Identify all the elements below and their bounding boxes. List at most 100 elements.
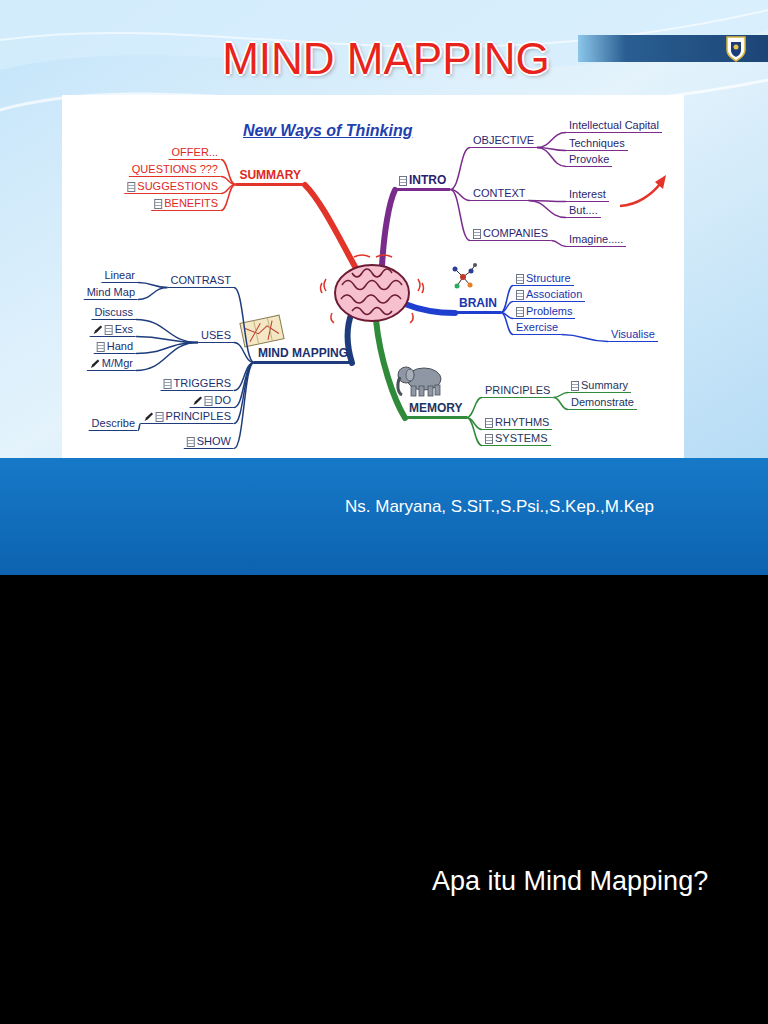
branch-line [234, 288, 254, 363]
branch-line [501, 313, 513, 319]
elephant-ear [406, 369, 414, 381]
logo-dot [734, 45, 739, 50]
elephant-leg [411, 386, 416, 396]
branch-topic: SUGGESTIONS [124, 180, 221, 194]
topic-text: MEMORY [409, 402, 463, 415]
slide-title: MIND MAPPING [222, 37, 550, 81]
branch-line [221, 185, 235, 211]
map-picture [240, 315, 284, 347]
brain-picture [321, 255, 424, 323]
pen-icon [90, 359, 100, 369]
topic-text: USES [201, 329, 231, 342]
document-icon [473, 229, 481, 239]
branch-topic: QUESTIONS ??? [129, 163, 221, 177]
document-icon [97, 342, 105, 352]
document-icon [154, 199, 162, 209]
document-icon [164, 379, 172, 389]
pen-icon [144, 412, 154, 422]
question-panel: Apa itu Mind Mapping? [0, 575, 768, 1024]
pen-shape [145, 412, 154, 421]
university-logo [727, 37, 745, 61]
document-icon [127, 182, 135, 192]
topic-text: Problems [526, 305, 572, 318]
branch-line [467, 418, 482, 446]
molecule-picture [453, 263, 478, 289]
logo-inner [731, 42, 741, 57]
topic-text: Intellectual Capital [569, 119, 659, 132]
atom [455, 284, 460, 289]
branch-line [234, 363, 254, 408]
topic-text: Association [526, 288, 582, 301]
branch-line [537, 133, 566, 148]
atom [468, 283, 473, 288]
molecule-bonds [455, 265, 475, 286]
branch-topic: Exs [90, 323, 136, 337]
branch-topic: BENEFITS [151, 197, 221, 211]
main-branch [405, 304, 455, 313]
topic-text: Demonstrate [571, 396, 634, 409]
main-branch-topic: BRAIN [455, 297, 501, 314]
topic-text: BENEFITS [164, 197, 218, 210]
pen-icon [93, 325, 103, 335]
branch-topic: PRINCIPLES [482, 384, 553, 398]
branch-line [221, 177, 235, 185]
topic-text: SHOW [197, 435, 231, 448]
branch-topic: Structure [513, 272, 574, 286]
branch-line [501, 313, 513, 335]
elephant-head [398, 367, 414, 383]
topic-text: OBJECTIVE [473, 134, 534, 147]
branch-topic: Imagine..... [566, 233, 626, 247]
branch-line [136, 320, 198, 343]
topic-text: Visualise [611, 328, 655, 341]
branch-topic: Problems [513, 305, 575, 319]
elephant-leg [428, 386, 433, 396]
branch-line [136, 337, 198, 343]
red-arrow [620, 184, 660, 206]
branch-line [501, 286, 513, 313]
branch-topic: CONTRAST [168, 274, 235, 288]
branch-line [537, 148, 566, 151]
branch-topic: Exercise [513, 321, 561, 335]
branch-topic: RHYTHMS [482, 416, 552, 430]
topic-text: Provoke [569, 153, 609, 166]
branch-line [234, 363, 254, 391]
main-branch-topic: INTRO [395, 174, 450, 191]
atom [453, 267, 458, 272]
topic-text: PRINCIPLES [485, 384, 550, 397]
branch-topic: SHOW [184, 435, 234, 449]
branch-line [501, 302, 513, 313]
main-branch [305, 185, 358, 272]
branch-line [136, 343, 198, 371]
document-icon [516, 274, 524, 284]
branch-topic: COMPANIES [470, 227, 551, 241]
document-icon [571, 381, 579, 391]
brain-fold [342, 281, 402, 290]
branch-topic: OFFER... [169, 146, 221, 160]
document-icon [105, 325, 113, 335]
branch-topic: Describe [89, 417, 138, 431]
branch-line [138, 424, 141, 431]
pen-shape [94, 325, 103, 334]
branch-topic: Discuss [91, 306, 136, 320]
pen-shape [194, 396, 203, 405]
branch-topic: CONTEXT [470, 187, 529, 201]
branch-line [136, 343, 198, 354]
topic-text: SUMMARY [239, 169, 301, 182]
branch-topic: But.... [566, 204, 601, 218]
topic-text: PRINCIPLES [166, 410, 231, 423]
branch-topic: Interest [566, 188, 609, 202]
branch-line [553, 398, 568, 410]
branch-line [537, 148, 566, 167]
topic-text: CONTRAST [171, 274, 232, 287]
red-arrow-head [655, 175, 666, 189]
topic-text: Summary [581, 379, 628, 392]
atom [473, 263, 477, 267]
brain-outline [335, 265, 409, 321]
topic-text: SUGGESTIONS [137, 180, 218, 193]
author-band: Ns. Maryana, S.SiT.,S.Psi.,S.Kep.,M.Kep [0, 458, 768, 575]
pen-icon [193, 396, 203, 406]
branch-line [529, 201, 566, 218]
